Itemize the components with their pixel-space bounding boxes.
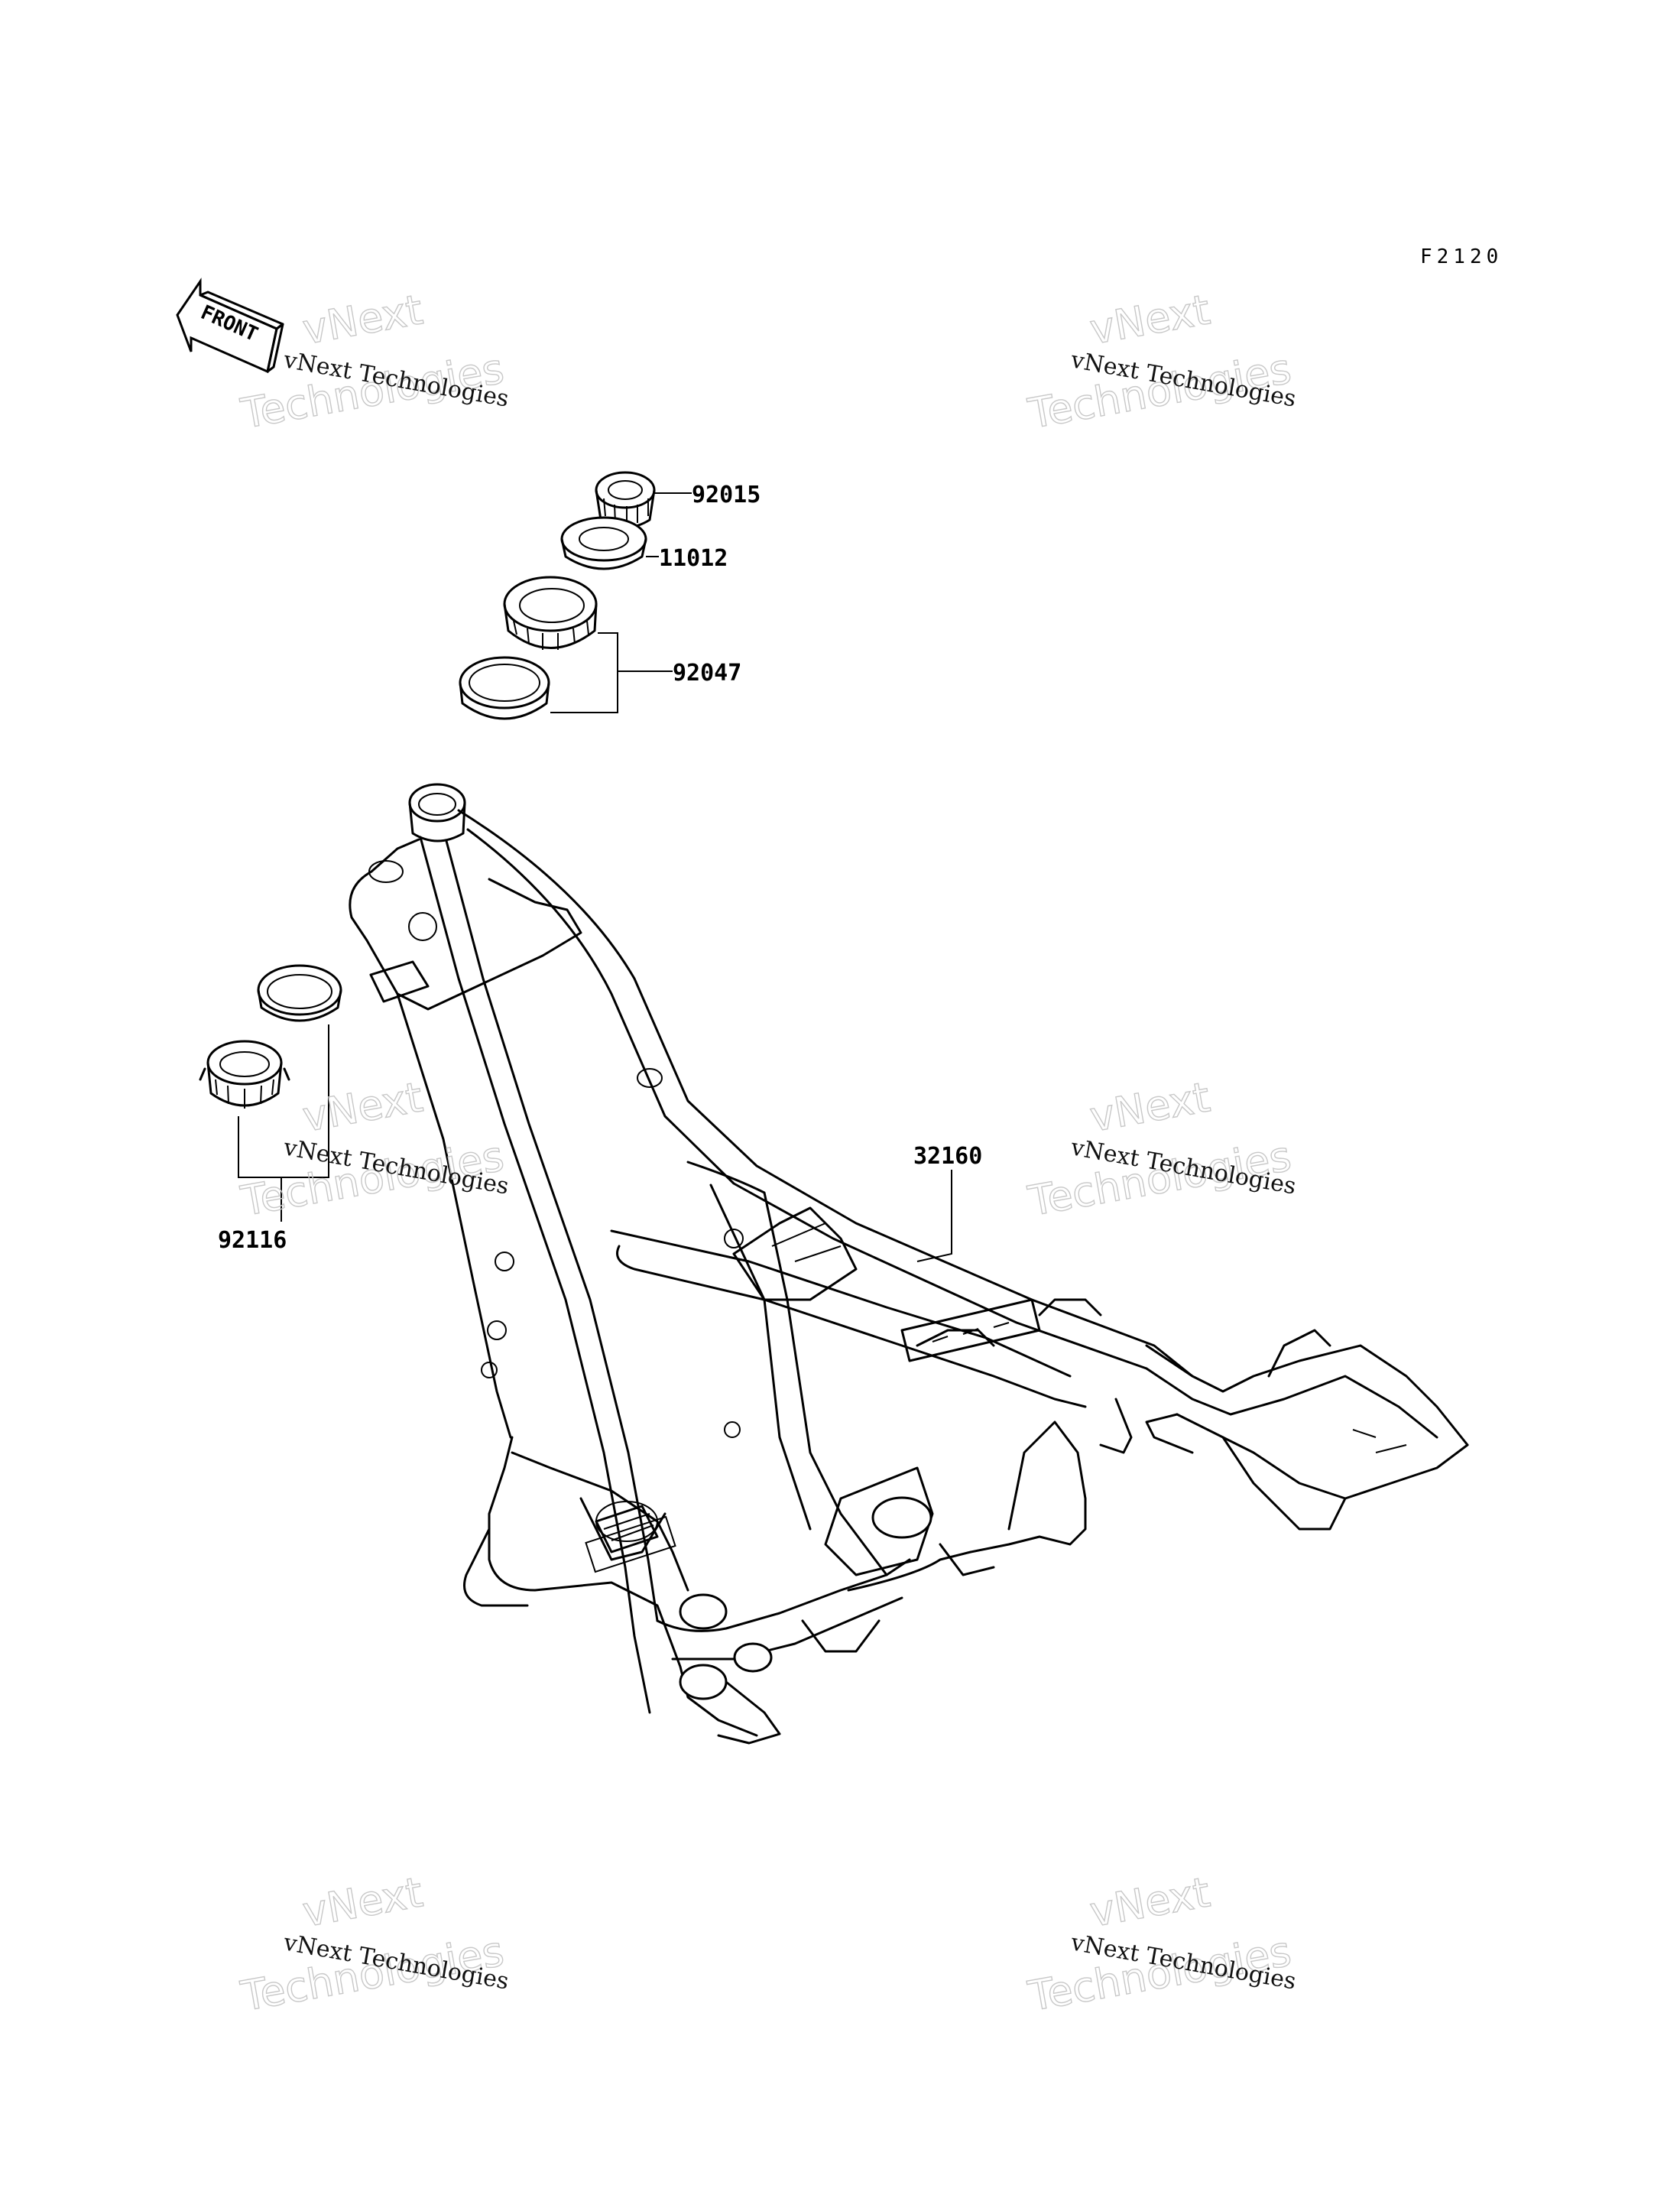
bearing-cap-part[interactable] [560,516,659,570]
steering-bearing-lower-part[interactable] [459,656,550,720]
watermark-bottom-left: vNext Technologies vNext Technologies [237,1868,511,2021]
part-number-11012: 11012 [659,545,728,572]
watermark-middle-right: vNext Technologies vNext Technologies [1024,1073,1299,1226]
watermark-ghost-top: vNext [1086,1868,1213,1936]
motorcycle-frame-part[interactable] [349,783,1469,1745]
watermark-ghost-top: vNext [299,285,426,353]
leader-32160 [916,1170,952,1262]
watermark-ghost-top: vNext [299,1868,426,1936]
part-number-32160: 32160 [913,1143,982,1170]
lower-race-part[interactable] [257,964,342,1022]
watermark-ghost-top: vNext [1086,1073,1213,1141]
part-number-92047: 92047 [673,660,741,687]
watermark-middle-left: vNext Technologies vNext Technologies [237,1073,511,1226]
front-arrow-icon: FRONT [176,278,284,374]
watermark-top-right: vNext Technologies vNext Technologies [1024,285,1299,439]
part-number-92015: 92015 [692,482,761,508]
lower-bearing-part[interactable] [199,1040,290,1109]
leader-92047 [550,632,673,713]
watermark-ghost-top: vNext [1086,285,1213,353]
figure-code: F2120 [1420,245,1503,268]
watermark-top-left: vNext Technologies vNext Technologies [237,285,511,439]
leader-92116 [238,1024,329,1222]
watermark-bottom-right: vNext Technologies vNext Technologies [1024,1868,1299,2021]
watermark-ghost-top: vNext [299,1073,426,1141]
part-number-92116: 92116 [218,1227,287,1254]
steering-bearing-upper-part[interactable] [503,576,598,650]
